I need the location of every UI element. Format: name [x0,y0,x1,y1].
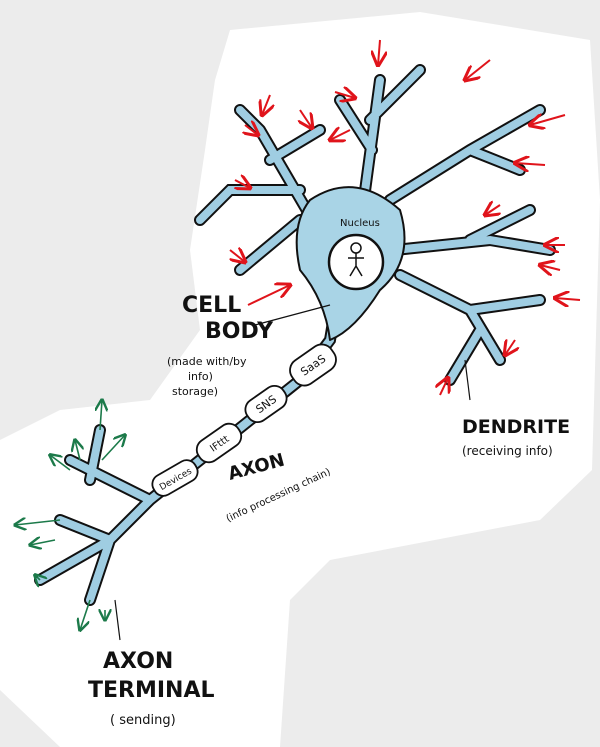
terminal-title-1: AXON [103,649,173,674]
cell-body-note-1: (made with/by [167,355,247,368]
cell-body-title-2: BODY [205,319,274,344]
dendrite-title: DENDRITE [462,416,570,438]
axon-segments: SaaS SNS IFttt Devices [151,343,337,497]
input-arrows [230,39,581,396]
terminal-note: ( sending) [110,713,176,728]
nucleus: Nucleus [327,218,385,291]
stick-figure-icon [348,242,364,277]
axon-terminal-label: AXON TERMINAL ( sending) [88,649,215,728]
dendrite-label: DENDRITE (receiving info) [462,416,570,458]
dendrite-note: (receiving info) [462,444,553,458]
cell-body-title-1: CELL [182,293,241,318]
cell-body-note-2: info) [188,370,213,383]
terminal-title-2: TERMINAL [88,678,215,703]
cell-body-label: CELL BODY (made with/by info) storage) [167,293,274,398]
dendrites [34,64,556,606]
cell-body-note-3: storage) [172,385,218,398]
pointer-lines [114,304,471,641]
output-arrows [15,400,125,630]
nucleus-label: Nucleus [340,218,380,229]
